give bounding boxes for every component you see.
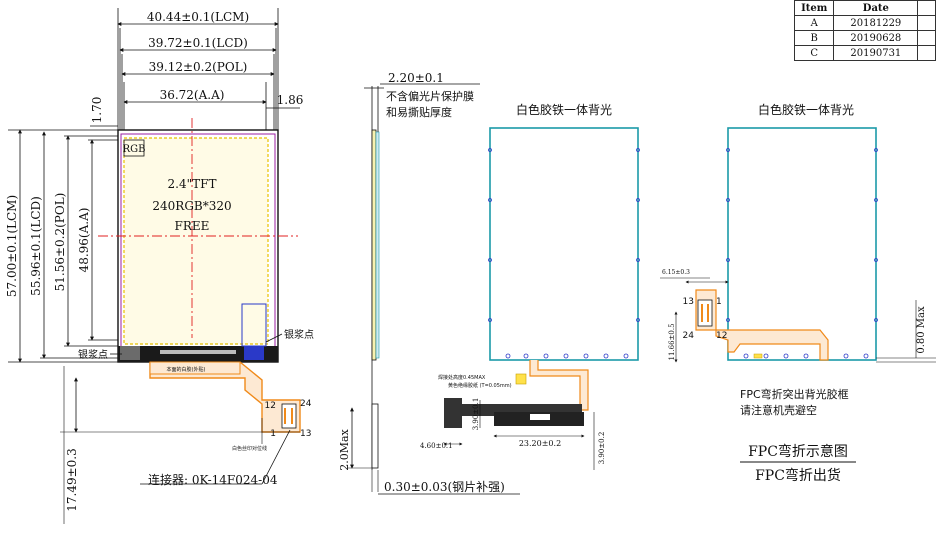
bl2-note-2: 请注意机壳避空 — [740, 403, 817, 417]
fpc-bottom-note: 白色丝印对位线 — [232, 445, 267, 452]
rev-header-date: Date — [833, 0, 919, 16]
fpc-stiffener-left — [444, 398, 462, 428]
width-dimensions — [117, 8, 300, 132]
ic-strip — [160, 350, 236, 354]
dim-pol-width: 39.12±0.2(POL) — [149, 60, 248, 74]
panel-free: FREE — [175, 219, 210, 233]
dim-fpc-length: 17.49±0.3 — [65, 448, 79, 512]
bl2-note-1: FPC弯折突出背光胶框 — [740, 387, 849, 401]
revision-table: Item Date A 20181229 B 20190628 C 201907… — [793, 0, 936, 61]
rgb-label: RGB — [123, 144, 146, 155]
dim-aa-width: 36.72(A.A) — [160, 88, 225, 102]
side-view: 2.20±0.1 不含偏光片保护膜 和易撕贴厚度 2.0Max 0.30±0.0… — [338, 71, 520, 495]
dim-lcm-width: 40.44±0.1(LCM) — [147, 10, 249, 24]
backlight-dots-1 — [488, 148, 640, 359]
dim-lcd-height: 55.96±0.1(LCD) — [29, 196, 43, 296]
glue-marker-right — [244, 346, 264, 360]
backlight-view-2: 白色胶铁一体背光 13 1 24 12 6.15±0.3 11.66±0.5 0… — [660, 102, 936, 484]
dim-side: 2.0Max — [338, 428, 351, 470]
backlight-title-1: 白色胶铁一体背光 — [516, 102, 612, 117]
front-pin-12: 12 — [265, 401, 276, 411]
dim-bl-right: 3.90±0.2 — [598, 432, 606, 465]
dim-aa-height: 48.96(A.A) — [77, 208, 91, 273]
connector-label: 连接器: 0K-14F024-04 — [148, 472, 278, 487]
fpc-small-note: 本面的白胶(外贴) — [167, 366, 206, 373]
fpc-root — [149, 361, 241, 375]
backlight-frame-2 — [727, 127, 877, 361]
dim-steel: 0.30±0.03(钢片补强) — [384, 480, 505, 494]
legend-title: FPC弯折示意图 — [748, 443, 848, 460]
dim-thickness: 2.20±0.1 — [388, 71, 444, 85]
dim-bl2-right: 0.80 Max — [916, 306, 927, 354]
side-glass — [371, 129, 377, 361]
rev-date: 20190628 — [833, 30, 919, 46]
dim-lcm-height: 57.00±0.1(LCM) — [5, 195, 19, 297]
side-stiffener — [371, 403, 379, 469]
backlight-fpc-2 — [695, 289, 829, 361]
front-view: 40.44±0.1(LCM) 39.72±0.1(LCD) 39.12±0.2(… — [5, 8, 314, 524]
front-pin-13: 13 — [300, 429, 311, 439]
rev-item: A — [793, 15, 835, 31]
dim-lcd-width: 39.72±0.1(LCD) — [148, 36, 248, 50]
tape-2 — [753, 353, 763, 359]
bl2-pin-13: 13 — [683, 297, 694, 307]
thickness-note-2: 和易撕贴厚度 — [386, 105, 452, 119]
dim-bl2-top: 6.15±0.3 — [662, 269, 690, 276]
insulation-tape — [515, 373, 527, 385]
glue-marker-left — [120, 346, 140, 360]
backlight-frame-1 — [489, 127, 639, 361]
dim-top-margin: 1.70 — [90, 97, 104, 124]
dim-bl-height: 3.90±0.1 — [472, 398, 480, 431]
rev-header-item: Item — [793, 0, 835, 16]
rev-item: C — [793, 45, 835, 61]
dim-bl2-left: 11.66±0.5 — [668, 323, 676, 360]
backlight-view-1: 白色胶铁一体背光 焊接处高度0.45MAX 黄色绝缘胶纸 (T=0.05mm) … — [420, 102, 640, 470]
bl2-pin-12: 12 — [716, 331, 727, 341]
bl2-pin-24: 24 — [683, 331, 695, 341]
table-row: A 20181229 — [793, 15, 936, 31]
rev-date: 20181229 — [833, 15, 919, 31]
table-row: C 20190731 — [793, 45, 936, 61]
active-area — [123, 137, 269, 345]
height-dimensions — [8, 125, 120, 363]
side-backlight — [375, 131, 380, 359]
thickness-note-1: 不含偏光片保护膜 — [386, 89, 474, 103]
rev-date: 20190731 — [833, 45, 919, 61]
dim-pol-height: 51.56±0.2(POL) — [53, 193, 67, 292]
table-row: B 20190628 — [793, 30, 936, 46]
bl2-pin-1: 1 — [716, 297, 722, 307]
panel-resolution: 240RGB*320 — [152, 199, 231, 213]
glue-point-right-label: 银浆点 — [284, 328, 314, 341]
dim-bl-width: 4.60±0.1 — [420, 442, 453, 450]
backlight-title-2: 白色胶铁一体背光 — [758, 102, 854, 117]
centerlines — [98, 118, 298, 338]
backlight-note-2: 黄色绝缘胶纸 (T=0.05mm) — [448, 382, 512, 389]
front-pin-1: 1 — [270, 429, 276, 439]
rev-item: B — [793, 30, 835, 46]
legend-sub: FPC弯折出货 — [755, 467, 841, 484]
dim-right-margin: 1.86 — [277, 93, 304, 107]
connector-box-2 — [697, 299, 713, 327]
backlight-note-1: 焊接处高度0.45MAX — [438, 374, 486, 381]
fpc-label-patch — [530, 414, 550, 420]
rgb-box — [123, 139, 145, 157]
dim-bl-length: 23.20±0.2 — [519, 439, 561, 448]
glue-point-left-label: 银浆点 — [78, 348, 108, 361]
front-pin-24: 24 — [300, 399, 312, 409]
panel-size: 2.4"TFT — [168, 177, 217, 191]
backlight-fpc-1 — [529, 360, 589, 411]
rev-header-extra — [917, 0, 936, 16]
